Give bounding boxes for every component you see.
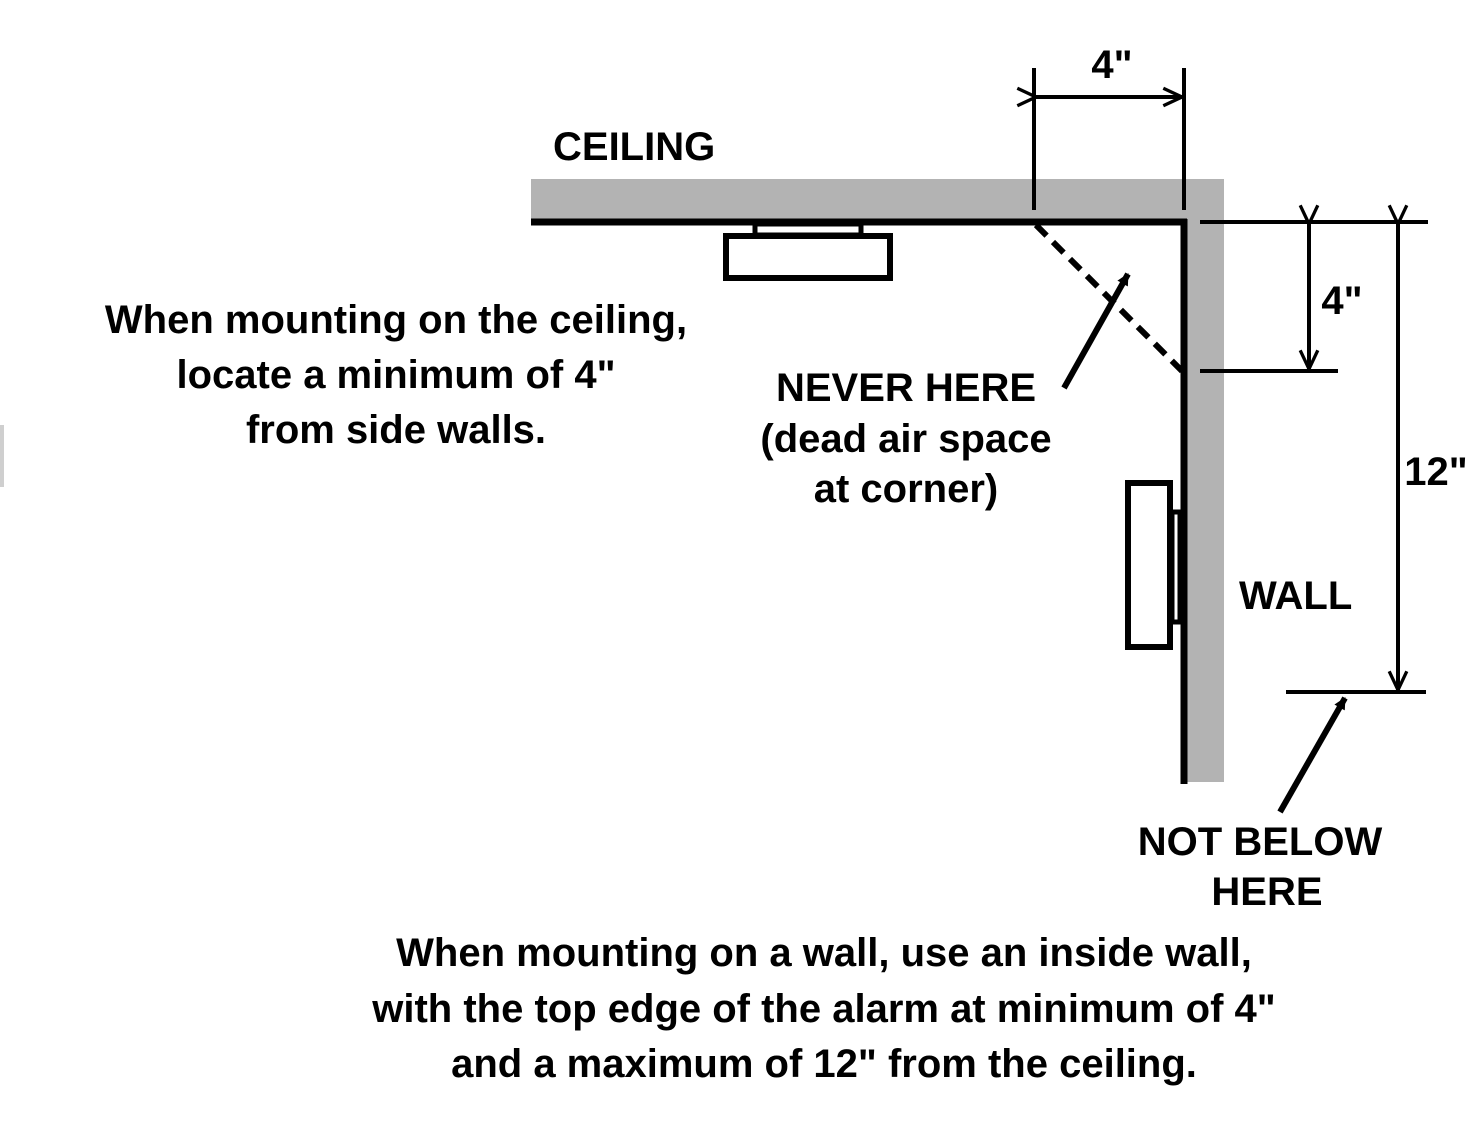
never-here-arrow <box>1061 272 1131 390</box>
never-here-line1: NEVER HERE <box>776 366 1036 410</box>
ceiling-label: CEILING <box>553 125 715 169</box>
dim-top-label: 4" <box>1091 43 1132 87</box>
not-below-label: NOT BELOW HERE <box>1138 820 1383 914</box>
wall-surface <box>1186 200 1224 782</box>
not-below-line1: NOT BELOW <box>1138 820 1383 864</box>
never-here-label: NEVER HERE (dead air space at corner) <box>760 366 1051 511</box>
wall-note-line2: with the top edge of the alarm at minimu… <box>371 987 1275 1031</box>
not-below-arrow <box>1277 696 1348 814</box>
ceiling-note-line1: When mounting on the ceiling, <box>105 298 687 342</box>
not-below-line2: HERE <box>1211 870 1322 914</box>
ceiling-surface <box>531 179 1224 221</box>
never-here-line3: at corner) <box>814 467 999 511</box>
dim-right-4in <box>1200 222 1428 373</box>
dim-top-4in <box>1034 68 1186 210</box>
ceiling-alarm <box>723 221 893 281</box>
ceiling-note-line3: from side walls. <box>246 408 546 452</box>
wall-alarm <box>1125 480 1183 650</box>
never-here-line2: (dead air space <box>760 417 1051 461</box>
dead-air-line <box>1033 222 1185 374</box>
ceiling-note-line2: locate a minimum of 4" <box>176 353 615 397</box>
wall-note-line1: When mounting on a wall, use an inside w… <box>396 931 1252 975</box>
dim-right-12in <box>1286 224 1426 694</box>
edge-mark <box>0 425 4 487</box>
wall-note-line3: and a maximum of 12" from the ceiling. <box>451 1042 1197 1086</box>
wall-note: When mounting on a wall, use an inside w… <box>371 931 1275 1086</box>
wall-label: WALL <box>1239 574 1352 618</box>
dim-right-small-label: 4" <box>1321 279 1362 323</box>
ceiling-note: When mounting on the ceiling, locate a m… <box>105 298 687 452</box>
dim-right-large-label: 12" <box>1404 450 1467 494</box>
